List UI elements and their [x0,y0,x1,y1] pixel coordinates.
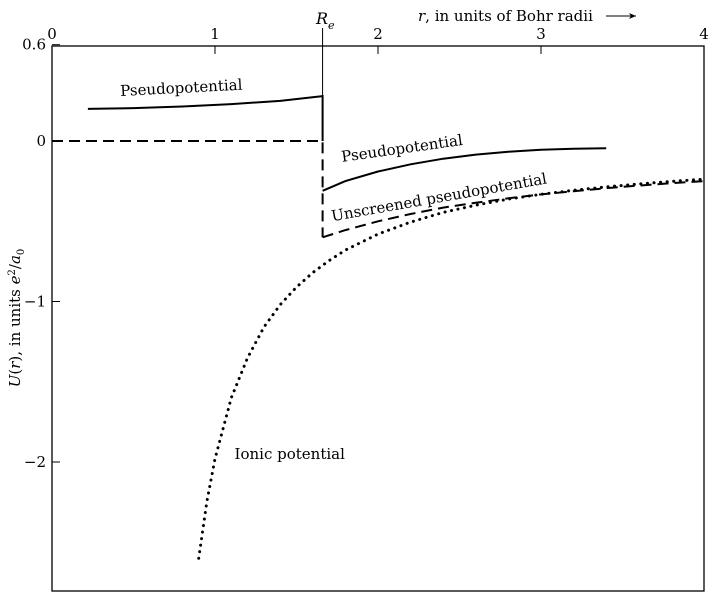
series-layer [52,94,706,560]
y-tick-label: −2 [24,453,46,471]
re-label: Re [315,9,335,32]
x-tick-label: 4 [699,25,709,43]
x-axis-title-var: r [418,7,426,25]
x-axis-title-rest: , in units of Bohr radii [425,7,593,25]
series-line-solid-1 [322,147,607,192]
y-tick-label: −1 [24,293,46,311]
annotation-layer: PseudopotentialPseudopotentialUnscreened… [120,76,549,463]
x-tick-label: 1 [210,25,220,43]
annotation-label-3: Ionic potential [235,445,346,463]
x-axis-arrow-icon [606,13,636,19]
annotation-label-0: Pseudopotential [120,76,243,100]
plot-frame [51,45,705,592]
annotation-label-1: Pseudopotential [340,131,464,166]
series-line-dotted-4 [197,177,706,560]
y-tick-label: 0 [36,132,46,150]
x-tick-label: 2 [373,25,383,43]
y-axis-title: U(r), in units e2/a0 [6,249,27,388]
series-line-dashed-2 [52,140,324,238]
x-tick-label: 0 [47,25,57,43]
x-axis-title: r, in units of Bohr radii [418,7,593,25]
x-tick-label: 3 [536,25,546,43]
y-tick-label: 0.6 [22,36,46,54]
series-line-solid-0 [87,94,324,141]
